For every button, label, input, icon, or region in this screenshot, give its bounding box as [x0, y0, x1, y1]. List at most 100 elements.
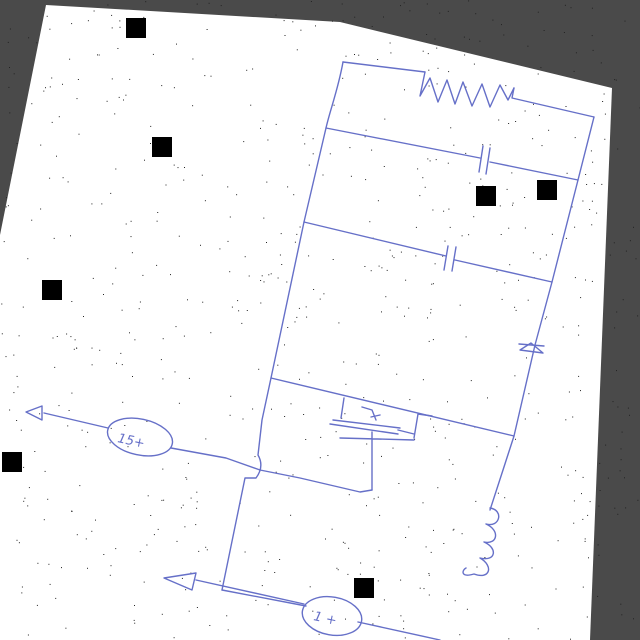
speckle-dot — [408, 307, 410, 309]
speckle-dot — [482, 144, 484, 146]
speckle-dot — [585, 279, 586, 281]
speckle-dot — [69, 58, 71, 60]
speckle-dot — [377, 580, 379, 582]
speckle-dot — [434, 430, 436, 432]
speckle-dot — [531, 567, 533, 569]
speckle-dot — [332, 20, 333, 22]
speckle-dot — [365, 129, 367, 131]
speckle-dot — [319, 407, 321, 409]
speckle-dot — [183, 179, 185, 181]
speckle-dot — [428, 340, 430, 342]
branch-wire — [454, 259, 553, 283]
speckle-dot — [143, 581, 145, 583]
speckle-dot — [622, 299, 624, 301]
speckle-dot — [480, 178, 482, 180]
speckle-dot — [364, 136, 366, 138]
speckle-dot — [130, 220, 132, 222]
redaction-square — [42, 280, 62, 300]
speckle-dot — [258, 525, 260, 527]
speckle-dot — [345, 55, 347, 57]
speckle-dot — [531, 526, 532, 528]
speckle-dot — [13, 392, 15, 394]
speckle-dot — [9, 67, 10, 68]
speckle-dot — [621, 614, 623, 616]
speckle-dot — [363, 462, 365, 464]
speckle-dot — [101, 203, 103, 205]
speckle-dot — [18, 335, 20, 337]
speckle-dot — [21, 586, 23, 588]
speckle-dot — [246, 310, 248, 311]
speckle-dot — [250, 104, 252, 106]
speckle-dot — [260, 127, 261, 129]
speckle-dot — [475, 13, 477, 15]
speckle-dot — [200, 244, 201, 246]
speckle-dot — [592, 161, 594, 163]
speckle-dot — [219, 580, 221, 582]
speckle-dot — [437, 487, 439, 489]
speckle-dot — [609, 254, 611, 256]
speckle-dot — [302, 134, 304, 136]
speckle-dot — [209, 625, 211, 626]
speckle-dot — [593, 183, 595, 185]
speckle-dot — [404, 637, 406, 639]
speckle-dot — [400, 615, 402, 617]
speckle-dot — [309, 586, 311, 588]
speckle-dot — [574, 277, 576, 279]
speckle-dot — [498, 119, 500, 121]
speckle-dot — [260, 302, 262, 304]
speckle-dot — [303, 414, 305, 415]
speckle-dot — [591, 280, 593, 282]
speckle-dot — [87, 567, 88, 569]
speckle-dot — [359, 573, 361, 575]
speckle-dot — [336, 567, 338, 569]
speckle-dot — [448, 71, 450, 73]
speckle-dot — [347, 573, 349, 575]
speckle-dot — [20, 429, 22, 431]
speckle-dot — [274, 572, 276, 573]
speckle-dot — [16, 539, 18, 541]
speckle-dot — [39, 413, 41, 415]
speckle-dot — [188, 377, 190, 379]
speckle-dot — [170, 274, 171, 276]
speckle-dot — [85, 538, 87, 540]
capacitor-icon — [478, 145, 491, 175]
speckle-dot — [280, 460, 282, 462]
redaction-square — [2, 452, 22, 472]
speckle-dot — [378, 354, 380, 356]
speckle-dot — [284, 35, 286, 36]
speckle-dot — [432, 339, 434, 341]
top-branch-wire — [342, 61, 426, 73]
speckle-dot — [589, 209, 591, 210]
speckle-dot — [614, 79, 616, 81]
speckle-dot — [219, 248, 221, 250]
speckle-dot — [572, 416, 574, 418]
speckle-dot — [544, 318, 546, 320]
speckle-dot — [469, 182, 471, 184]
speckle-dot — [262, 120, 264, 122]
speckle-dot — [465, 86, 467, 88]
speckle-dot — [125, 94, 127, 96]
speckle-dot — [206, 29, 208, 30]
speckle-dot — [185, 589, 187, 591]
speckle-dot — [110, 427, 112, 429]
speckle-dot — [437, 67, 439, 69]
speckle-dot — [582, 586, 584, 588]
speckle-dot — [23, 466, 25, 468]
speckle-dot — [27, 505, 29, 507]
speckle-dot — [49, 86, 51, 88]
speckle-dot — [266, 242, 267, 243]
speckle-dot — [526, 357, 527, 359]
speckle-dot — [504, 497, 506, 499]
speckle-dot — [47, 498, 49, 500]
voltage-source-icon — [106, 417, 174, 457]
speckle-dot — [162, 338, 164, 340]
speckle-dot — [439, 12, 441, 14]
speckle-dot — [584, 538, 586, 540]
speckle-dot — [248, 275, 250, 277]
speckle-dot — [527, 299, 529, 301]
speckle-dot — [573, 70, 575, 72]
speckle-dot — [433, 529, 434, 531]
speckle-dot — [111, 27, 113, 29]
speckle-dot — [23, 500, 25, 502]
speckle-dot — [27, 634, 29, 636]
